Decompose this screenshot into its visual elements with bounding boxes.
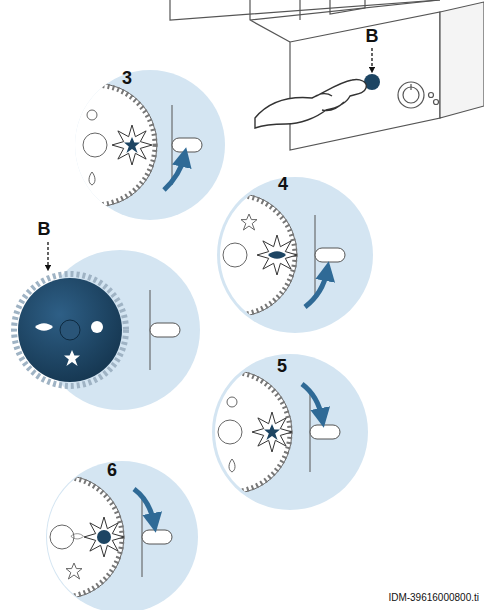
document-id: IDM-39616000800.ti — [388, 593, 479, 603]
knob-b-detail — [14, 250, 200, 410]
leader-b-top — [371, 48, 372, 70]
part-label: B — [366, 27, 379, 45]
step-5-panel — [168, 354, 368, 510]
step-3-panel — [33, 70, 225, 220]
callout-number: 3 — [122, 69, 132, 87]
callout-number: 5 — [277, 357, 287, 375]
leader-b-left — [47, 242, 48, 268]
step-6-panel — [0, 461, 198, 610]
callout-number: 4 — [278, 175, 288, 193]
hand — [255, 79, 366, 128]
callout-number: 6 — [107, 461, 117, 479]
step-4-panel — [173, 177, 373, 333]
part-label: B — [38, 220, 51, 238]
